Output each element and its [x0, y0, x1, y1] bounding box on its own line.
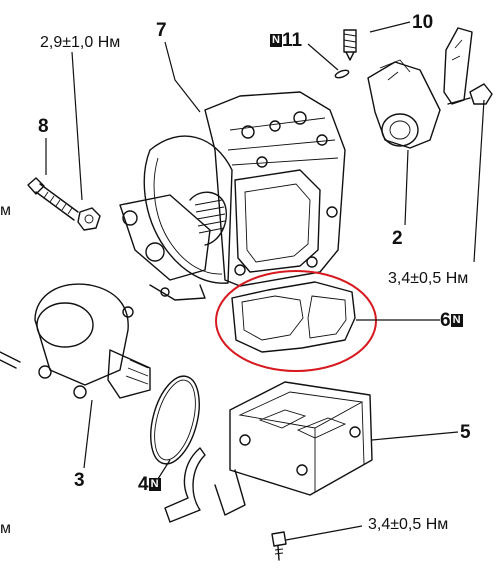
o-ring: [150, 375, 200, 465]
torque-fragment-left-2: м: [0, 520, 11, 537]
bracket: [443, 27, 493, 105]
screw-8: [27, 177, 79, 221]
throttle-position-sensor: [367, 59, 441, 149]
torque-fragment-left-1: м: [0, 202, 11, 219]
label-part-10: 10: [412, 12, 434, 33]
torque-label-1: 2,9±1,0 Нм: [40, 34, 121, 51]
label-part-6-number: 6: [440, 310, 451, 331]
bypass-housing: [164, 381, 373, 523]
leader-lines: [45, 21, 485, 541]
screw-bottom: [271, 531, 287, 561]
throttle-spring: [189, 191, 227, 246]
label-part-3: 3: [74, 470, 85, 491]
throttle-body: [119, 91, 346, 301]
n-badge-6: N: [450, 314, 463, 328]
label-part-8: 8: [38, 116, 49, 137]
label-part-4-number: 4: [138, 474, 149, 495]
idle-air-control-motor: [0, 283, 151, 399]
nut: [77, 207, 101, 231]
torque-label-2: 3,4±0,5 Нм: [388, 270, 469, 287]
label-part-7: 7: [156, 20, 167, 41]
n-badge-4: N: [148, 478, 161, 492]
label-part-2: 2: [392, 228, 403, 249]
label-part-11-number: 11: [281, 30, 303, 51]
n-badge-11: N: [270, 34, 282, 48]
torque-label-3: 3,4±0,5 Нм: [368, 516, 449, 533]
label-part-5: 5: [460, 422, 471, 443]
spring-10: [343, 29, 357, 61]
throttle-lever: [119, 194, 211, 301]
washer-11: [334, 69, 350, 79]
gasket-6: [215, 270, 377, 372]
